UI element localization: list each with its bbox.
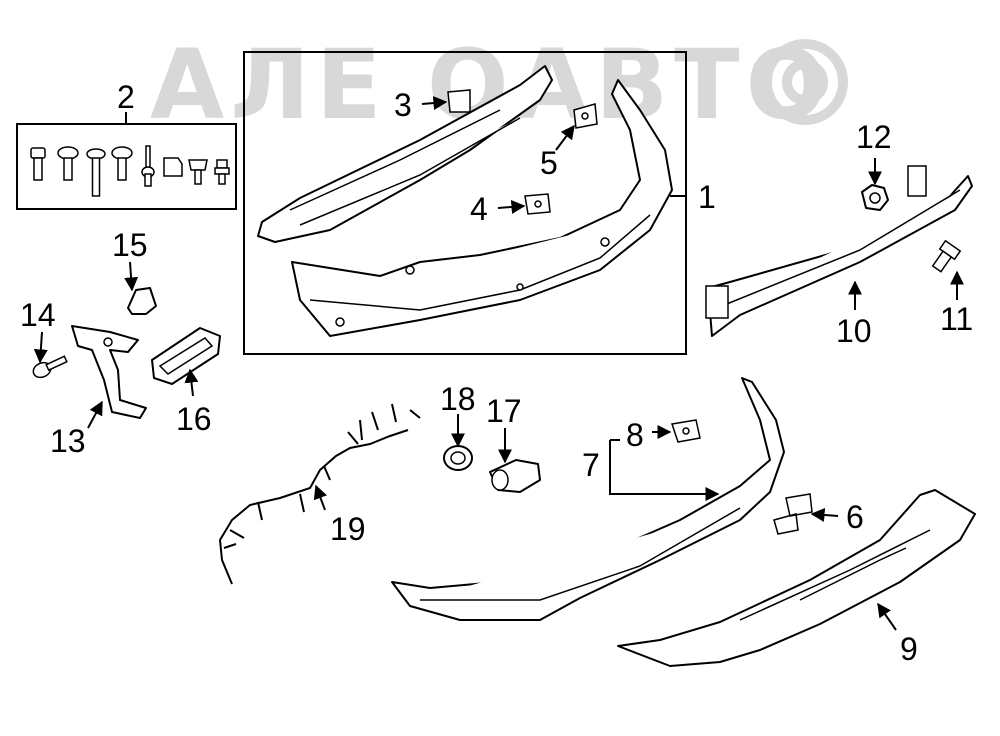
bumper-assembly-box bbox=[243, 51, 687, 355]
callout-17: 17 bbox=[486, 393, 522, 429]
callout-5: 5 bbox=[540, 145, 558, 181]
callout-13: 13 bbox=[50, 423, 86, 459]
callout-8: 8 bbox=[626, 417, 644, 453]
bolt-part bbox=[931, 239, 962, 273]
callout-4: 4 bbox=[470, 191, 488, 227]
holder-part bbox=[151, 327, 221, 385]
lower-valance-part bbox=[391, 377, 785, 621]
skid-plate-part bbox=[617, 489, 976, 667]
callout-7: 7 bbox=[582, 447, 600, 483]
callout-2: 2 bbox=[117, 79, 135, 115]
callout-9: 9 bbox=[900, 631, 918, 667]
bracket-part bbox=[71, 325, 147, 419]
callout-6: 6 bbox=[846, 499, 864, 535]
callout-18: 18 bbox=[440, 381, 476, 417]
callout-12: 12 bbox=[856, 119, 892, 155]
wiring-harness-part bbox=[218, 403, 421, 585]
leader-lines bbox=[33, 96, 964, 631]
callout-10: 10 bbox=[836, 313, 872, 349]
reinforcement-beam-part bbox=[705, 165, 973, 337]
seal-ring-part bbox=[443, 445, 473, 471]
nut-part bbox=[861, 184, 889, 211]
clip-3 bbox=[447, 89, 471, 113]
clip-8 bbox=[671, 419, 701, 443]
callout-16: 16 bbox=[176, 401, 212, 437]
watermark-logo-icon bbox=[762, 39, 848, 125]
screw-part bbox=[32, 355, 68, 379]
callout-labels: 1 2 3 4 5 6 7 8 9 10 11 12 13 14 15 16 1… bbox=[20, 79, 973, 667]
grommet-part bbox=[127, 287, 157, 315]
clip-4 bbox=[524, 193, 551, 215]
clip-5 bbox=[573, 103, 598, 129]
callout-3: 3 bbox=[394, 87, 412, 123]
callout-11: 11 bbox=[940, 301, 973, 337]
bumper-cover-part bbox=[257, 65, 673, 337]
pad-part bbox=[773, 493, 813, 535]
callout-15: 15 bbox=[112, 227, 148, 263]
callout-14: 14 bbox=[20, 297, 56, 333]
sensor-part bbox=[489, 459, 541, 493]
callout-19: 19 bbox=[330, 511, 366, 547]
callout-1: 1 bbox=[698, 179, 716, 215]
fastener-set bbox=[30, 145, 230, 197]
